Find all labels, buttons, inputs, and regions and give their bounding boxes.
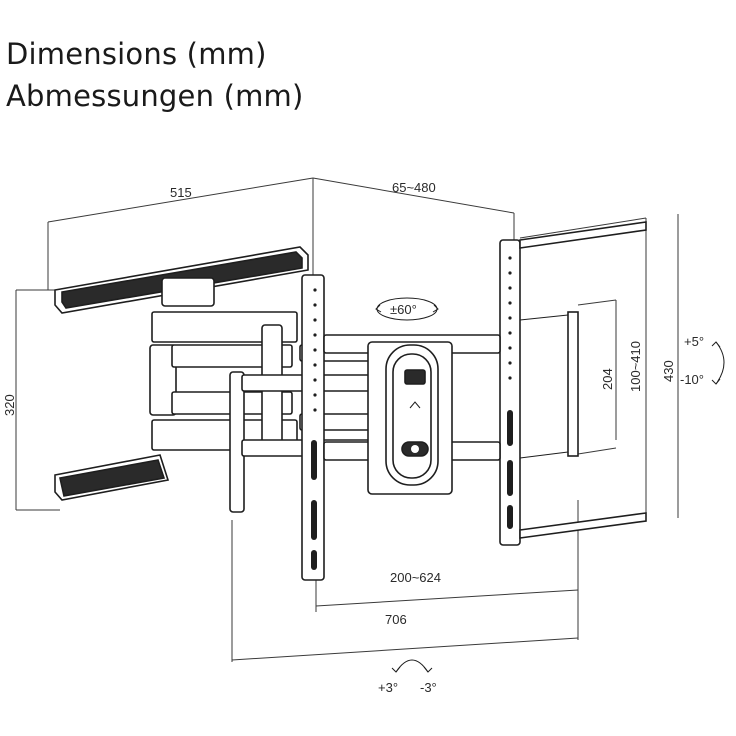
- dim-tilt-up: +5°: [684, 334, 704, 349]
- wall-plate: [54, 246, 309, 501]
- dim-level-minus: -3°: [420, 680, 437, 695]
- vesa-rail-frame: [499, 221, 647, 546]
- dim-height-left: 320: [2, 394, 17, 416]
- dim-overall-width: 706: [385, 612, 407, 627]
- dim-rail-height: 430: [661, 360, 676, 382]
- title-line-1: Dimensions (mm): [6, 37, 267, 71]
- dim-arm-length: 515: [170, 185, 192, 200]
- vesa-rail-left: [301, 274, 325, 581]
- tilt-head: [323, 334, 501, 495]
- dim-vesa-vertical-range: 100~410: [628, 341, 643, 392]
- dim-vesa-horizontal-range: 200~624: [390, 570, 441, 585]
- dimension-lines: [15, 177, 679, 662]
- title-line-2: Abmessungen (mm): [6, 79, 304, 113]
- dim-tilt-down: -10°: [680, 372, 704, 387]
- dim-swivel: ±60°: [390, 302, 417, 317]
- vesa-rail-right-holes: [507, 256, 513, 529]
- dim-level-plus: +3°: [378, 680, 398, 695]
- rotation-symbols: [375, 297, 725, 673]
- dim-extension: 65~480: [392, 180, 436, 195]
- dim-vesa-vertical-spacing: 204: [600, 368, 615, 390]
